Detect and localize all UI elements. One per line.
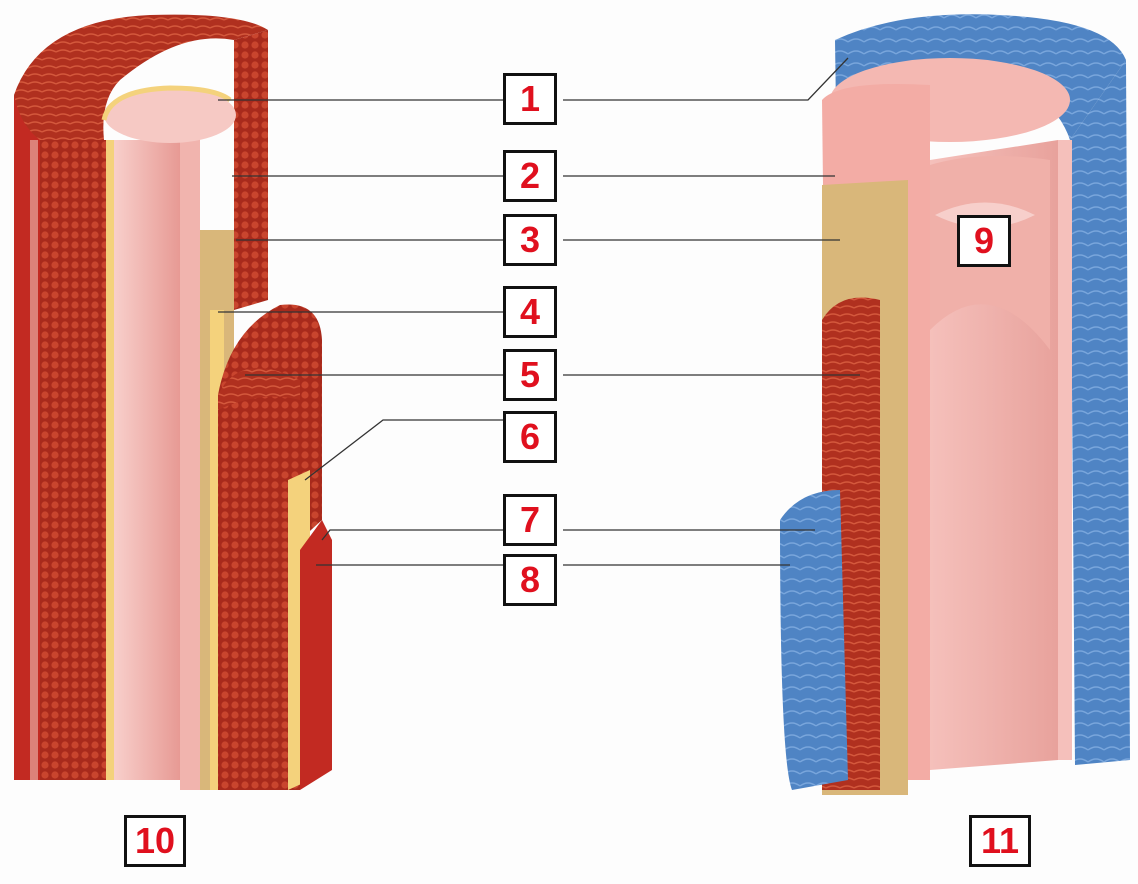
label-1: 1 [503, 73, 557, 125]
artery-internal-elastic [106, 140, 114, 780]
vein-adventitia [1070, 60, 1130, 765]
label-6: 6 [503, 411, 557, 463]
artery-illustration [14, 14, 332, 790]
label-2: 2 [503, 150, 557, 202]
artery-endothelium [180, 110, 200, 790]
label-8: 8 [503, 554, 557, 606]
vein-endothelium-right [1058, 140, 1072, 760]
label-9: 9 [957, 215, 1011, 267]
label-10: 10 [124, 815, 186, 867]
label-11: 11 [969, 815, 1031, 867]
label-4: 4 [503, 286, 557, 338]
label-3: 3 [503, 214, 557, 266]
artery-media [40, 140, 106, 780]
artery-lumen-opening [104, 87, 236, 143]
artery-top-rim [14, 14, 268, 141]
vein-illustration [780, 14, 1130, 795]
leader-lines [218, 57, 860, 566]
vein-adventitia-block [780, 490, 848, 790]
artery-lumen-left [114, 140, 180, 780]
label-7: 7 [503, 494, 557, 546]
label-5: 5 [503, 349, 557, 401]
artery-externa [300, 520, 332, 790]
